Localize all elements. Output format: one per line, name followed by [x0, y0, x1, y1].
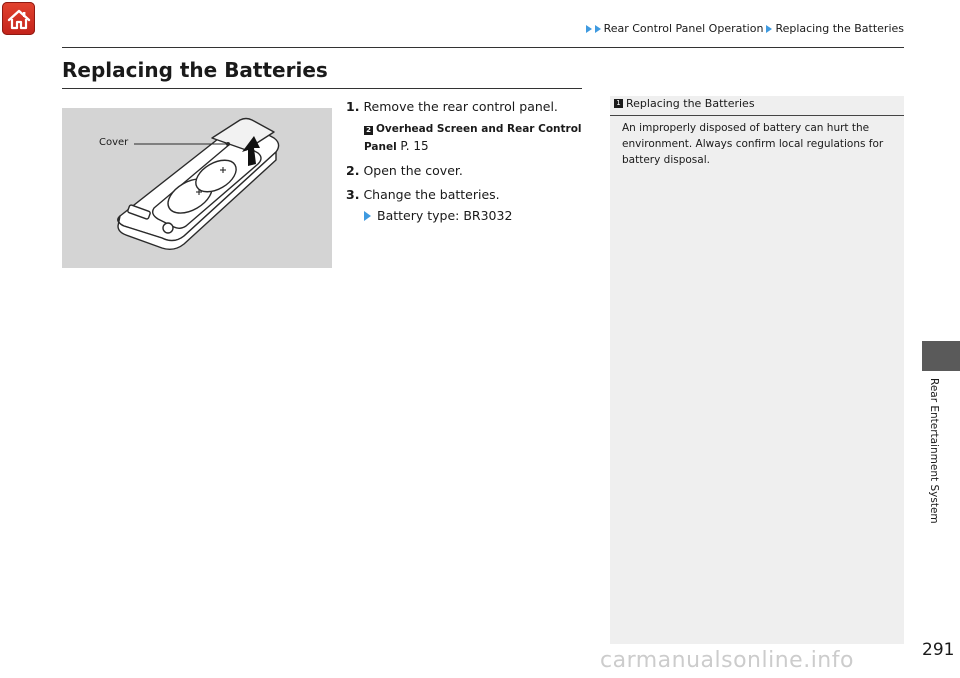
home-button[interactable]: [2, 2, 35, 35]
side-note-divider: [610, 115, 904, 116]
reference-arrow-icon: 2: [364, 125, 373, 135]
breadcrumb-current: Replacing the Batteries: [775, 22, 904, 35]
chapter-tab[interactable]: [922, 341, 960, 371]
step-1: 1. Remove the rear control panel.: [346, 98, 596, 116]
breadcrumb-arrow-icon: [766, 24, 773, 33]
header-divider: [62, 47, 904, 48]
chapter-label: Rear Entertainment System: [928, 378, 940, 524]
sub-step-text: Battery type: BR3032: [377, 208, 513, 223]
sub-step-arrow-icon: [364, 210, 371, 221]
side-note-body: An improperly disposed of battery can hu…: [622, 122, 884, 166]
side-note-title: Replacing the Batteries: [626, 97, 755, 110]
remote-control-drawing: [117, 117, 280, 251]
reference-text: Overhead Screen and Rear Control Panel: [364, 122, 582, 154]
breadcrumb-arrow-icon: [594, 24, 601, 33]
breadcrumb: Rear Control Panel Operation Replacing t…: [585, 22, 904, 35]
step-2: 2. Open the cover.: [346, 162, 596, 180]
breadcrumb-arrow-icon: [585, 24, 592, 33]
figure-callout-cover: Cover: [99, 137, 129, 148]
step-text: Open the cover.: [363, 163, 463, 178]
sub-step: Battery type: BR3032: [364, 207, 596, 225]
watermark: carmanualsonline.info: [600, 648, 854, 673]
side-note-heading: 1 Replacing the Batteries: [610, 97, 904, 110]
step-number: 1.: [346, 99, 360, 114]
reference-page: P. 15: [400, 139, 429, 154]
title-divider: [62, 88, 582, 89]
side-note-panel: [610, 96, 904, 644]
breadcrumb-rear-control-panel-operation[interactable]: Rear Control Panel Operation: [603, 22, 764, 35]
note-marker-icon: 1: [614, 99, 623, 108]
step-text: Change the batteries.: [363, 186, 500, 202]
home-icon: [7, 9, 30, 29]
page-number: 291: [922, 640, 955, 660]
step-3: 3. Change the batteries. Battery type: B…: [346, 186, 596, 225]
step-number: 2.: [346, 163, 360, 178]
page-title: Replacing the Batteries: [62, 58, 328, 82]
step-number: 3.: [346, 186, 360, 202]
step-text: Remove the rear control panel.: [363, 99, 558, 114]
remote-battery-illustration: [62, 108, 332, 268]
